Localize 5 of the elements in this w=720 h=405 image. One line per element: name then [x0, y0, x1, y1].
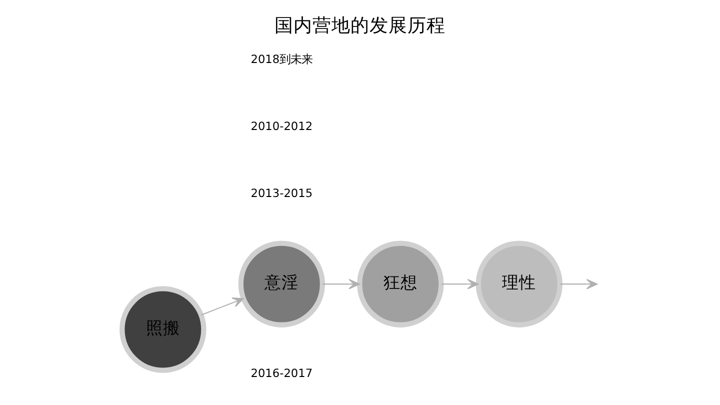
label: 2018到未来	[250, 52, 313, 66]
label: 2016-2017	[250, 366, 313, 380]
diagram-title: 国内营地的发展历程	[274, 16, 446, 36]
label: 2013-2015	[250, 186, 313, 200]
label: 2010-2012	[250, 119, 313, 134]
